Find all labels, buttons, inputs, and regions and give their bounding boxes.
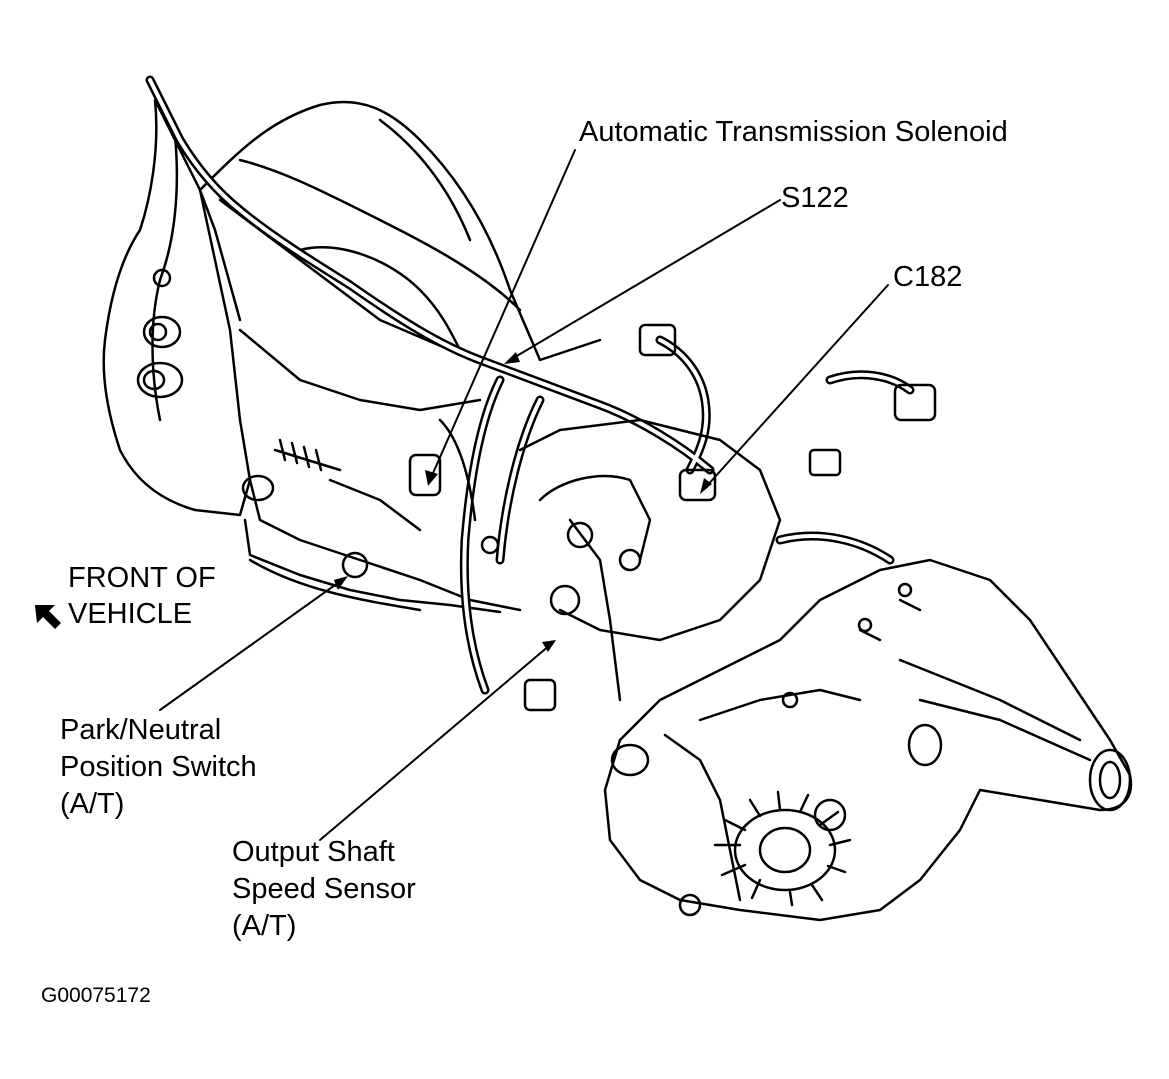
label-park-neutral-line3: (A/T) (60, 788, 125, 820)
label-s122: S122 (781, 182, 849, 214)
leader-lines (159, 149, 889, 841)
figure-id: G00075172 (41, 984, 151, 1007)
transfer-case (603, 558, 1133, 922)
label-front-of-vehicle-line2: VEHICLE (68, 598, 193, 630)
label-front-of-vehicle-line1: FRONT OF (68, 562, 216, 594)
shift-linkage (328, 418, 782, 702)
transmission-case (198, 100, 602, 614)
connectors (273, 323, 937, 712)
bell-housing (102, 98, 275, 517)
label-c182: C182 (893, 261, 963, 293)
label-park-neutral-line1: Park/Neutral (60, 714, 222, 746)
front-arrow-icon (35, 605, 61, 629)
label-output-shaft-line2: Speed Sensor (232, 873, 416, 905)
label-automatic-transmission-solenoid: Automatic Transmission Solenoid (579, 116, 1008, 148)
wiring-harness (145, 75, 915, 695)
wiring-harness-inner (148, 78, 912, 692)
leader-arrowheads (334, 352, 712, 652)
label-park-neutral-line2: Position Switch (60, 751, 257, 783)
label-output-shaft-line3: (A/T) (232, 910, 297, 942)
label-output-shaft-line1: Output Shaft (232, 836, 395, 868)
